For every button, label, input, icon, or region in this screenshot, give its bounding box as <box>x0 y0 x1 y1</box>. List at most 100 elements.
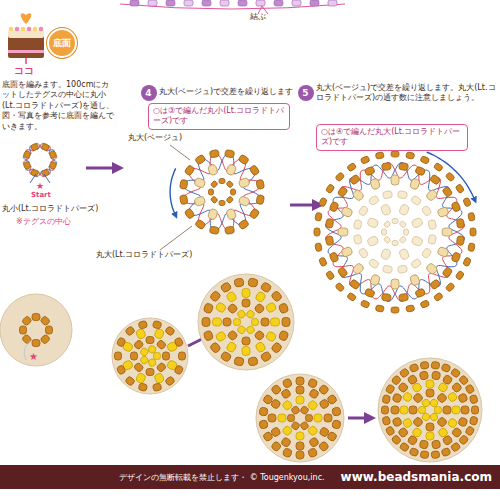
bead <box>360 300 370 309</box>
bead-ring <box>382 361 479 458</box>
bead <box>326 218 334 228</box>
bead <box>445 282 455 292</box>
bead <box>146 369 154 376</box>
bead <box>152 383 161 392</box>
bead <box>135 328 146 339</box>
bead <box>327 431 338 442</box>
note-box: ○は③で編んだ丸小(Lt.コロラドトパーズ)です <box>148 103 290 130</box>
bead <box>262 394 273 405</box>
bead <box>399 248 410 260</box>
bead <box>352 262 365 275</box>
bead <box>469 395 478 404</box>
bead <box>335 172 345 182</box>
leader-line <box>160 226 192 250</box>
bead <box>447 418 458 429</box>
bead <box>426 432 434 440</box>
bead <box>455 184 464 194</box>
bead <box>234 357 244 366</box>
bead-photo <box>256 374 344 462</box>
bead <box>335 282 345 292</box>
bead <box>410 195 421 206</box>
bead <box>431 451 440 459</box>
bead <box>238 196 250 207</box>
tie-note: 結ぶ <box>250 12 266 22</box>
bead <box>260 351 272 362</box>
bead-ring <box>338 175 452 289</box>
bead <box>209 149 219 158</box>
bead <box>246 309 256 319</box>
bead <box>451 427 462 438</box>
bead <box>456 218 464 228</box>
bead <box>341 246 353 257</box>
bead <box>458 417 468 427</box>
bead <box>242 347 250 356</box>
diagram-step5 <box>314 151 476 313</box>
bead <box>139 347 149 357</box>
bead <box>399 442 410 452</box>
bead <box>382 416 391 425</box>
bead <box>391 279 399 289</box>
bead <box>419 407 426 414</box>
bead <box>364 288 375 298</box>
bead <box>369 274 380 286</box>
bead-ring <box>223 299 269 345</box>
bead <box>375 152 384 159</box>
bead <box>255 291 266 303</box>
bead <box>392 219 398 224</box>
bead-ring <box>314 151 476 313</box>
bead <box>219 201 225 206</box>
bead <box>254 330 265 341</box>
bead <box>399 220 407 228</box>
bead <box>392 241 398 246</box>
bead-ring <box>400 380 460 440</box>
bead <box>152 320 161 329</box>
step-arrow <box>290 204 318 207</box>
bead <box>261 318 269 326</box>
thread <box>183 153 262 232</box>
bead <box>271 342 283 354</box>
node-text: ○は④で編んだ丸大(Lt.コロラドトパーズ)です <box>321 127 460 146</box>
bead-ring <box>391 371 469 449</box>
direction-arrow <box>170 168 176 215</box>
bead <box>174 337 184 347</box>
bead <box>404 229 409 235</box>
bead <box>213 318 222 326</box>
bead <box>428 234 437 244</box>
bead <box>215 331 227 342</box>
bead <box>429 412 439 422</box>
bead <box>254 303 265 314</box>
start-label: Start <box>31 191 51 200</box>
bead <box>397 190 407 199</box>
bead <box>421 398 431 408</box>
bead <box>360 156 370 165</box>
site-url: www.beadsmania.com <box>341 470 492 484</box>
step-number: 5 <box>298 85 314 101</box>
bead <box>237 325 247 335</box>
bead <box>337 186 348 197</box>
bead <box>392 393 402 403</box>
bead <box>256 179 265 189</box>
bead <box>398 382 409 393</box>
bead-photo <box>198 274 294 370</box>
bead <box>364 166 375 176</box>
bead <box>382 395 391 404</box>
bead <box>156 362 167 373</box>
bead <box>163 352 170 360</box>
bead <box>325 184 334 194</box>
bead <box>49 161 57 170</box>
bead-ring <box>268 386 332 450</box>
bead <box>271 384 282 395</box>
bead <box>296 396 304 404</box>
node-text: ○は③で編んだ丸小(Lt.コロラドトパーズ)です <box>153 106 284 125</box>
note-box: ○は④で編んだ丸大(Lt.コロラドトパーズ)です <box>316 124 468 151</box>
bead <box>226 341 237 353</box>
center-note: ※テグスの中心 <box>16 217 71 227</box>
bead <box>470 228 476 236</box>
bead-ring <box>209 179 236 206</box>
bead <box>282 448 292 458</box>
bead <box>399 236 407 244</box>
bead <box>415 288 426 298</box>
bead <box>226 291 237 303</box>
step-instruction: 丸大(ベージュ)で交差を繰り返します。丸大(Lt.コロラドトパーズ)の通す数に注… <box>316 83 496 104</box>
